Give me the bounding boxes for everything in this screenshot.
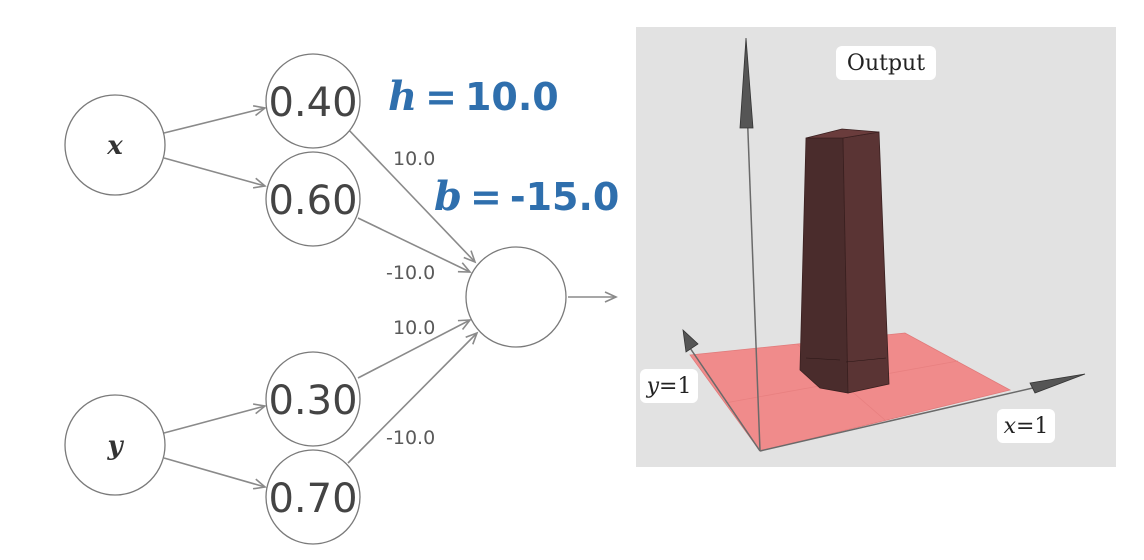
edge-y-to-0.70 xyxy=(163,457,267,490)
y-axis xyxy=(687,344,761,452)
weight-label-y1: 10.0 xyxy=(393,317,435,339)
param-h: h=10.0 xyxy=(388,73,559,120)
vertical-axis-cone xyxy=(739,37,754,129)
input-node-x: x xyxy=(64,94,166,196)
input-label-x: x xyxy=(106,131,123,161)
output-plot: Output y=1 x=1 xyxy=(636,27,1116,467)
hidden-node-x2: 0.60 xyxy=(265,151,361,247)
y-axis-cone xyxy=(682,328,699,353)
output-node xyxy=(465,246,567,348)
param-h-value: 10.0 xyxy=(465,75,559,119)
x-axis-cone xyxy=(1029,373,1086,394)
edge-y-to-0.30 xyxy=(163,403,267,434)
hidden-node-x1: 0.40 xyxy=(265,53,361,149)
vertical-axis xyxy=(745,79,761,452)
input-label-y: y xyxy=(106,431,124,461)
param-b: b=-15.0 xyxy=(434,173,619,220)
edge-x-to-0.40 xyxy=(163,105,267,134)
plot-title: Output xyxy=(836,46,936,80)
hidden-node-y1: 0.30 xyxy=(265,351,361,447)
weight-label-x2: -10.0 xyxy=(386,262,435,284)
param-h-name: h xyxy=(388,73,417,120)
edge-0.30-to-output xyxy=(357,319,472,379)
edge-0.40-to-output xyxy=(345,126,477,264)
node-value-x2: 0.60 xyxy=(268,178,357,224)
node-value-y2: 0.70 xyxy=(268,476,357,522)
svg-text:b=-15.0: b=-15.0 xyxy=(434,173,619,220)
weight-label-y2: -10.0 xyxy=(386,427,435,449)
param-b-value: -15.0 xyxy=(510,175,620,219)
output-pillar xyxy=(799,128,890,394)
svg-text:Output: Output xyxy=(847,51,925,76)
param-b-name: b xyxy=(434,173,462,220)
input-node-y: y xyxy=(64,394,166,496)
node-value-y1: 0.30 xyxy=(268,378,357,424)
edge-0.70-to-output xyxy=(347,331,479,464)
hidden-node-y2: 0.70 xyxy=(265,449,361,545)
network-diagram: x y 0.40 0.60 0.30 0.70 10.0 -10.0 10.0 … xyxy=(64,53,619,545)
x-axis-label: x=1 xyxy=(997,409,1055,443)
svg-text:h=10.0: h=10.0 xyxy=(388,73,559,120)
svg-text:x=1: x=1 xyxy=(1004,414,1049,439)
edge-x-to-0.60 xyxy=(163,157,267,189)
y-axis-label: y=1 xyxy=(640,369,698,403)
edges xyxy=(163,105,618,490)
edge-0.60-to-output xyxy=(357,217,472,273)
x-axis xyxy=(759,383,1051,452)
svg-text:y=1: y=1 xyxy=(646,374,692,399)
weight-label-x1: 10.0 xyxy=(393,148,435,170)
node-value-x1: 0.40 xyxy=(268,80,357,126)
